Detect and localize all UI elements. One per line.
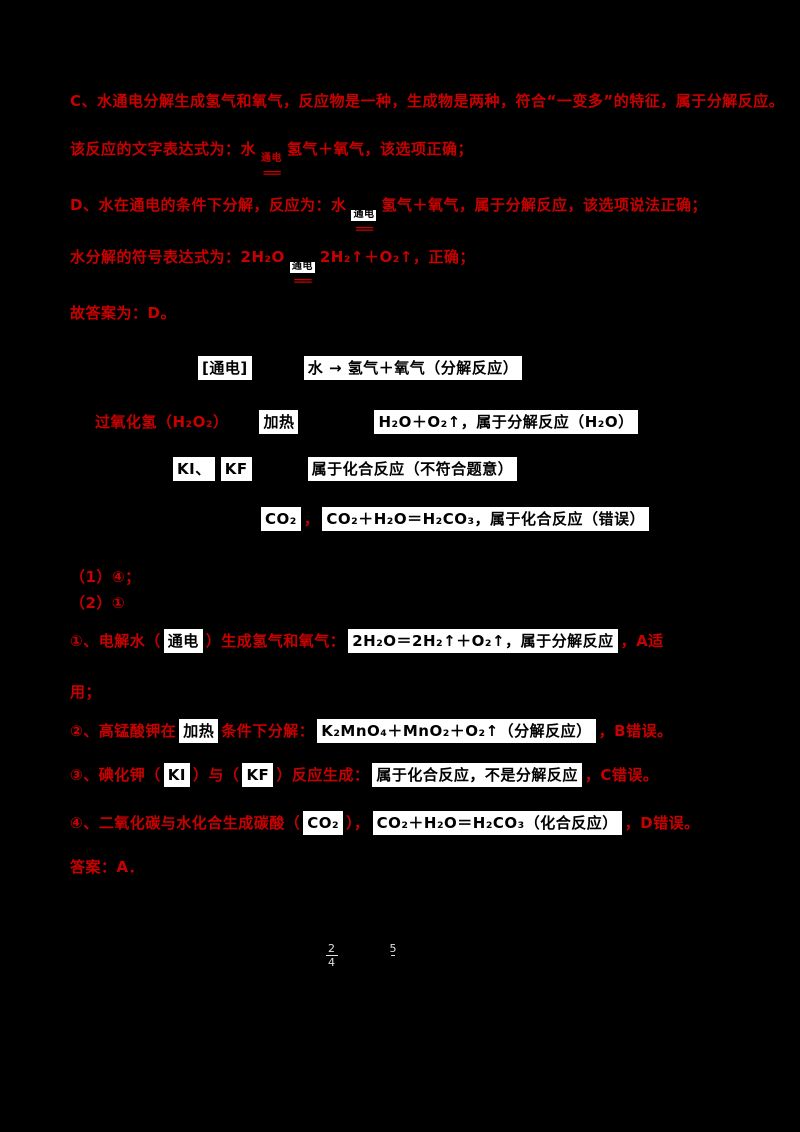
highlighted-text: [通电]	[198, 356, 252, 380]
line-item-3: ③、碘化钾（KI）与（KF）反应生成：属于化合反应，不是分解反应，C错误。	[70, 763, 745, 787]
red-text: D、水在通电的条件下分解，反应为：水	[70, 196, 347, 214]
highlighted-text: CO₂	[303, 811, 344, 835]
line-item-1: ①、电解水（通电）生成氢气和氧气：2H₂O＝2H₂↑＋O₂↑，属于分解反应，A适	[70, 629, 745, 653]
red-text: （2）①	[70, 594, 126, 612]
red-text: 条件下分解：	[221, 722, 315, 740]
red-text: ，B错误。	[598, 722, 673, 740]
red-text: 该反应的文字表达式为：水	[70, 140, 257, 158]
reaction-arrow: ══	[294, 271, 311, 290]
red-text: 氢气＋氧气，属于分解反应，该选项说法正确；	[381, 196, 707, 214]
red-text: C、水通电分解生成氢气和氧气，反应物是一种，生成物是两种，符合“一变多”的特征，…	[70, 92, 785, 110]
red-text: ，C错误。	[584, 766, 659, 784]
row-co2: CO₂，CO₂＋H₂O＝H₂CO₃，属于化合反应（错误）	[258, 507, 745, 531]
red-text: 2H₂↑＋O₂↑，正确；	[319, 248, 475, 266]
red-text: ，A适	[620, 632, 664, 650]
highlighted-text: KI、	[173, 457, 215, 481]
highlighted-text: 加热	[179, 719, 219, 743]
reaction-arrow: ══	[263, 163, 280, 182]
line-sub-answer-2: （2）①	[70, 592, 745, 614]
highlighted-text: CO₂＋H₂O＝H₂CO₃，属于化合反应（错误）	[322, 507, 650, 531]
highlighted-text: 2H₂O＝2H₂↑＋O₂↑，属于分解反应	[348, 629, 618, 653]
red-text: ）与（	[192, 766, 240, 784]
spacer	[228, 426, 256, 427]
spacer	[255, 372, 301, 373]
highlighted-text: 水 → 氢气＋氧气（分解反应）	[303, 356, 523, 380]
red-text: ④、二氧化碳与水化合生成碳酸（	[70, 814, 301, 832]
red-text: ②、高锰酸钾在	[70, 722, 177, 740]
red-text: ）反应生成：	[276, 766, 370, 784]
highlighted-text: CO₂	[261, 507, 301, 531]
fraction-numerator: 5	[389, 942, 397, 955]
red-text: ，D错误。	[624, 814, 700, 832]
red-text: 过氧化氢（H₂O₂）	[95, 413, 229, 431]
highlighted-text: KF	[220, 457, 252, 481]
line-sub-answer-1: （1）④；	[70, 566, 745, 588]
highlighted-text: CO₂＋H₂O＝H₂CO₃（化合反应）	[372, 811, 622, 835]
line-option-c: C、水通电分解生成氢气和氧气，反应物是一种，生成物是两种，符合“一变多”的特征，…	[70, 90, 784, 112]
highlighted-text: 通电	[163, 629, 203, 653]
condition-label: 通电	[351, 209, 377, 221]
highlighted-text: H₂O＋O₂↑，属于分解反应（H₂O）	[374, 410, 638, 434]
red-text: 水分解的符号表达式为：2H₂O	[70, 248, 285, 266]
highlighted-text: KF	[242, 763, 274, 787]
red-text: ），	[346, 814, 370, 832]
red-text: 故答案为：D。	[70, 304, 176, 322]
stacked-condition: 通电══	[261, 153, 283, 182]
line-item-1-cont: 用；	[70, 681, 745, 703]
spacer	[255, 473, 305, 474]
fraction-numerator: 2	[328, 942, 336, 955]
fraction-denominator	[391, 955, 396, 968]
highlighted-text: 加热	[259, 410, 299, 434]
row-ki-kf: KI、KF 属于化合反应（不符合题意）	[170, 457, 745, 481]
stacked-condition: 通电══	[289, 261, 315, 290]
red-text: 氢气＋氧气，该选项正确；	[287, 140, 474, 158]
red-text: ③、碘化钾（	[70, 766, 161, 784]
red-text: ①、电解水（	[70, 632, 161, 650]
row-peroxide: 过氧化氢（H₂O₂） 加热 H₂O＋O₂↑，属于分解反应（H₂O）	[95, 410, 745, 434]
stacked-condition: 通电══	[351, 209, 377, 238]
fraction-denominator: 4	[326, 955, 338, 970]
red-text: （1）④；	[70, 568, 141, 586]
red-text: ，	[303, 510, 320, 528]
footer-fraction: 5	[390, 942, 398, 968]
highlighted-text: 属于化合反应（不符合题意）	[307, 457, 518, 481]
line-answer-first: 故答案为：D。	[70, 302, 745, 324]
condition-label: 通电	[261, 153, 283, 164]
reaction-arrow: ══	[355, 219, 373, 238]
red-text: ）生成氢气和氧气：	[205, 632, 346, 650]
line-equation-c: 该反应的文字表达式为：水通电══氢气＋氧气，该选项正确；	[70, 138, 745, 181]
line-item-2: ②、高锰酸钾在加热条件下分解：K₂MnO₄＋MnO₂＋O₂↑（分解反应），B错误…	[70, 719, 745, 743]
highlighted-text: 属于化合反应，不是分解反应	[372, 763, 582, 787]
line-option-d: D、水在通电的条件下分解，反应为：水通电══氢气＋氧气，属于分解反应，该选项说法…	[70, 194, 745, 237]
line-final-answer: 答案：A．	[70, 856, 745, 878]
red-text: 答案：A．	[70, 858, 145, 876]
line-item-4: ④、二氧化碳与水化合生成碳酸（CO₂），CO₂＋H₂O＝H₂CO₃（化合反应），…	[70, 811, 745, 835]
highlighted-text: K₂MnO₄＋MnO₂＋O₂↑（分解反应）	[317, 719, 596, 743]
highlighted-text: KI	[163, 763, 190, 787]
condition-label: 通电	[289, 261, 315, 273]
red-text: 用；	[70, 683, 102, 701]
spacer	[301, 426, 371, 427]
row-electrolysis: [通电] 水 → 氢气＋氧气（分解反应）	[195, 356, 745, 380]
